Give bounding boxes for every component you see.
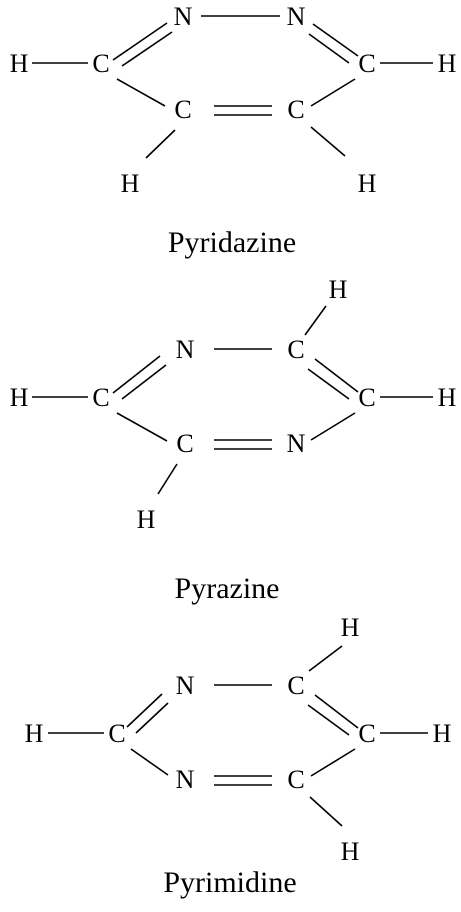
bond-c-h-top (308, 645, 343, 672)
bond-c-c-left (116, 412, 168, 442)
atom-c-top-right: C (287, 335, 304, 364)
pyridazine-structure: N N H C C H C C H H Pyridazine (10, 2, 457, 259)
bond-c-h-top (304, 305, 327, 336)
bond-c-n-double-b (121, 31, 173, 67)
bond-c-n-double-b (121, 364, 167, 400)
bond-n-c-right (310, 412, 356, 441)
atom-c-bottom-right: C (287, 95, 304, 124)
bond-c-n-double-a (112, 22, 168, 61)
atom-h-bottom: H (341, 837, 360, 866)
atom-c-left: C (108, 719, 125, 748)
bond-c-n-double-b (135, 702, 169, 734)
bond-c-n-double-a (126, 693, 163, 728)
atom-n2: N (287, 2, 306, 31)
bond-n-c-double-a (312, 23, 359, 57)
atom-c-bottom-right: C (287, 765, 304, 794)
atom-h-right: H (438, 383, 457, 412)
atom-h-left: H (10, 383, 29, 412)
bond-c-h-bottom (309, 796, 343, 827)
atom-n1: N (174, 2, 193, 31)
atom-h-bottom-left: H (121, 169, 140, 198)
atom-c-left: C (92, 383, 109, 412)
bond-n-c-double-b (308, 33, 350, 64)
atom-n-top: N (176, 671, 195, 700)
bond-c-c-left (116, 78, 166, 107)
pyrimidine-structure: H N C H C C H N C H Pyrimidine (25, 613, 452, 899)
atom-h-bottom-right: H (358, 169, 377, 198)
atom-n-bottom: N (287, 429, 306, 458)
atom-h-left: H (10, 49, 29, 78)
atom-h-right: H (438, 49, 457, 78)
atom-c-left: C (92, 49, 109, 78)
pyrazine-label: Pyrazine (175, 572, 280, 605)
atom-c-right: C (358, 383, 375, 412)
pyridazine-label: Pyridazine (168, 226, 296, 259)
atom-n-bottom: N (176, 765, 195, 794)
bond-c-c-right (310, 748, 356, 777)
atom-c-right: C (358, 719, 375, 748)
atom-h-top: H (341, 613, 360, 642)
atom-c-bottom-left: C (174, 95, 191, 124)
bond-c-h-bottom-left (145, 129, 176, 159)
atom-h-right: H (433, 719, 452, 748)
atom-h-bottom: H (137, 505, 156, 534)
pyrimidine-label: Pyrimidine (163, 866, 296, 899)
bond-c-n-double-a (112, 355, 161, 394)
bond-c-c-double-b (307, 704, 350, 736)
bond-c-h-bottom-right (310, 126, 346, 157)
atom-h-left: H (25, 719, 44, 748)
atom-n-top: N (176, 335, 195, 364)
bond-c-c-double-a (314, 694, 359, 729)
atom-c-bottom: C (176, 429, 193, 458)
bond-c-h-bottom (157, 463, 178, 495)
bond-c-c-double-b (307, 368, 350, 400)
bond-c-n-bottom (130, 748, 169, 776)
atom-c-right: C (358, 49, 375, 78)
bond-c-c-double-a (314, 358, 359, 393)
bond-c-c-right (310, 78, 356, 107)
atom-c-top-right: C (287, 671, 304, 700)
atom-h-top: H (329, 275, 348, 304)
pyrazine-structure: H N C H C C H C N H Pyrazine (10, 275, 457, 605)
